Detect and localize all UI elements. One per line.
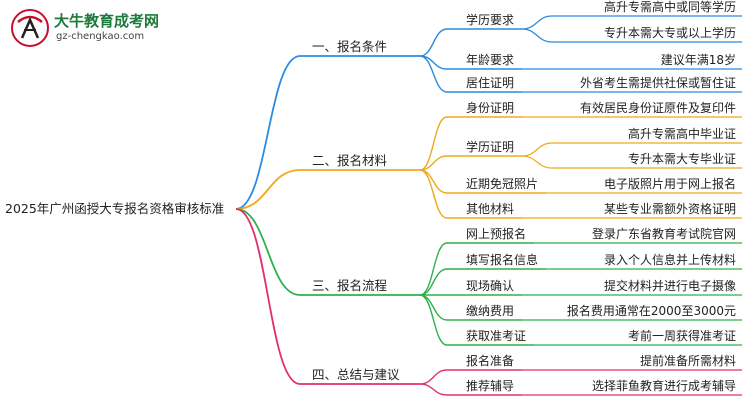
- topic-label: 近期免冠照片: [466, 176, 538, 191]
- detail-connector: [521, 142, 553, 157]
- topic-connector: [419, 116, 448, 171]
- topic-label: 居住证明: [466, 76, 514, 90]
- detail-label: 建议年满18岁: [661, 52, 736, 67]
- topic-connector: [419, 169, 448, 194]
- branch-label: 四、总结与建议: [312, 367, 400, 382]
- detail-label: 专升本需大专或以上学历: [604, 25, 736, 40]
- topic-connector: [419, 155, 448, 171]
- topic-connector: [419, 383, 448, 396]
- brand-logo: 大牛教育成考网 gz-chengkao.com: [10, 8, 180, 50]
- detail-label: 外省考生需提供社保或暂住证: [580, 75, 736, 90]
- detail-connector: [521, 28, 553, 43]
- branch-label: 一、报名条件: [312, 39, 387, 54]
- detail-label: 提前准备所需材料: [640, 353, 736, 368]
- topic-label: 年龄要求: [466, 53, 514, 67]
- detail-label: 选择菲鱼教育进行成考辅导: [592, 378, 736, 393]
- topic-connector: [419, 294, 448, 321]
- detail-label: 录入个人信息并上传材料: [604, 252, 736, 267]
- topic-label: 身份证明: [466, 100, 514, 115]
- topic-label: 学历要求: [466, 12, 514, 27]
- topic-connector: [419, 268, 448, 296]
- topic-connector: [419, 169, 448, 219]
- detail-label: 高升专需高中或同等学历: [604, 0, 736, 14]
- topic-label: 学历证明: [466, 139, 514, 154]
- branch-label: 三、报名流程: [312, 278, 388, 293]
- brand-name: 大牛教育成考网: [54, 12, 160, 30]
- topic-label: 其他材料: [466, 202, 514, 216]
- detail-label: 提交材料并进行电子摄像: [604, 278, 736, 293]
- detail-connector: [521, 15, 553, 30]
- topic-connector: [419, 294, 448, 346]
- topic-label: 现场确认: [466, 279, 514, 293]
- topic-label: 填写报名信息: [466, 252, 538, 267]
- branch-connector: [235, 208, 301, 296]
- detail-label: 电子版照片用于网上报名: [604, 176, 736, 191]
- branch-connector: [235, 169, 301, 210]
- topic-label: 推荐辅导: [466, 379, 514, 393]
- bull-logo-icon: [11, 9, 49, 47]
- topic-connector: [419, 369, 448, 385]
- brand-url: gz-chengkao.com: [56, 31, 145, 42]
- detail-label: 高升专需高中毕业证: [628, 126, 736, 141]
- topic-connector: [419, 242, 448, 296]
- topic-connector: [419, 28, 448, 57]
- detail-label: 专升本需大专毕业证: [628, 151, 736, 166]
- detail-label: 考前一周获得准考证: [628, 328, 736, 343]
- branch-label: 二、报名材料: [312, 153, 388, 168]
- detail-label: 报名费用通常在2000至3000元: [567, 303, 736, 318]
- topic-label: 报名准备: [466, 353, 514, 368]
- topic-label: 网上预报名: [466, 226, 526, 241]
- branch-connector: [235, 208, 301, 385]
- topic-label: 缴纳费用: [466, 303, 514, 318]
- detail-label: 有效居民身份证原件及复印件: [580, 100, 736, 115]
- topic-label: 获取准考证: [466, 329, 526, 343]
- root-title: 2025年广州函授大专报名资格审核标准: [5, 201, 224, 216]
- topic-connector: [419, 55, 448, 93]
- detail-connector: [521, 155, 553, 169]
- branch-connector: [235, 55, 301, 210]
- detail-label: 某些专业需额外资格证明: [604, 201, 736, 216]
- detail-label: 登录广东省教育考试院官网: [592, 226, 736, 241]
